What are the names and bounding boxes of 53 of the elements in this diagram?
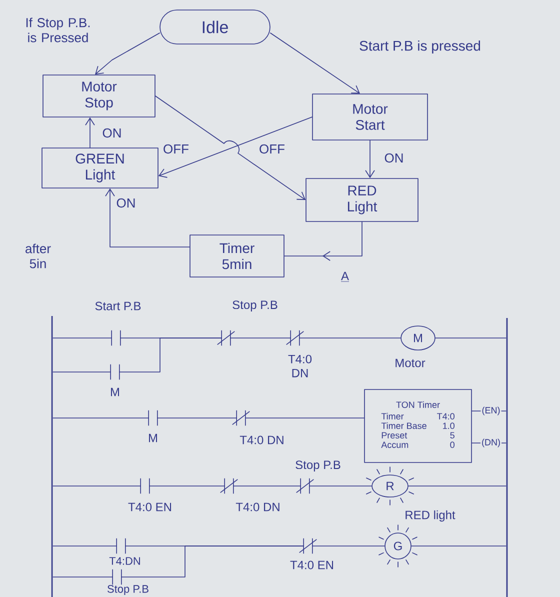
closed-contact-symbol xyxy=(220,478,238,494)
rung-wire xyxy=(472,410,506,412)
state-box: Motor Stop xyxy=(42,74,156,118)
closed-contact-symbol xyxy=(217,330,235,346)
contact-label: Stop P.B xyxy=(232,300,278,312)
edge-label: A xyxy=(340,272,350,282)
edge-label: Start P.B is pressed xyxy=(360,40,480,54)
arrow xyxy=(95,32,160,75)
contact-label: T4:DN xyxy=(109,557,140,565)
contact-symbol xyxy=(111,330,121,346)
edge-label: If Stop P.B. is Pressed xyxy=(26,18,90,42)
contact-label: T4:0 EN xyxy=(128,502,172,512)
arrow xyxy=(158,116,312,178)
coil-label: RED light xyxy=(406,510,456,522)
edge-label: OFF xyxy=(260,144,284,154)
contact-label: T4:0 DN xyxy=(236,502,280,512)
state-box: RED Light xyxy=(306,178,418,222)
closed-contact-symbol xyxy=(296,478,314,494)
contact-label: Stop P.B xyxy=(108,585,148,595)
coil-label: Motor xyxy=(396,358,426,368)
arrow xyxy=(365,140,375,178)
closed-contact-symbol xyxy=(286,330,304,346)
contact-symbol xyxy=(140,478,150,494)
contact-label: Stop P.B xyxy=(296,460,340,472)
edge-label: ON xyxy=(384,153,403,163)
contact-label: Start P.B xyxy=(95,302,141,310)
rung-wire xyxy=(119,338,222,372)
contact-label: T4:0 DN xyxy=(288,354,312,378)
contact-label: M xyxy=(111,388,119,396)
closed-contact-symbol xyxy=(232,410,250,426)
contact-symbol xyxy=(110,364,120,380)
edge-label: ON xyxy=(116,198,135,208)
output-label: (DN) xyxy=(480,438,502,448)
contact-symbol xyxy=(116,538,126,554)
state-box: Motor Start xyxy=(312,94,428,140)
contact-label: M xyxy=(149,434,157,442)
closed-contact-symbol xyxy=(299,538,317,554)
annotation: after 5in xyxy=(26,244,51,268)
arrow xyxy=(155,96,306,200)
contact-symbol xyxy=(148,410,158,426)
timer-block: TON Timer Timer T4:0 Timer Base 1.0 Preset 5 Accum 0 xyxy=(364,389,472,463)
edge-label: OFF xyxy=(164,144,188,154)
rung-wire xyxy=(121,546,304,578)
arrow xyxy=(105,188,190,248)
contact-label: T4:0 DN xyxy=(240,436,284,444)
arrow xyxy=(270,32,360,94)
rung-wire xyxy=(52,576,113,578)
contact-label: T4:0 EN xyxy=(290,560,334,570)
arrow xyxy=(85,117,95,148)
edge-label: ON xyxy=(102,128,121,138)
state-box: GREEN Light xyxy=(42,148,158,188)
state-box: Timer 5min xyxy=(190,234,284,278)
contact-symbol xyxy=(112,569,122,585)
